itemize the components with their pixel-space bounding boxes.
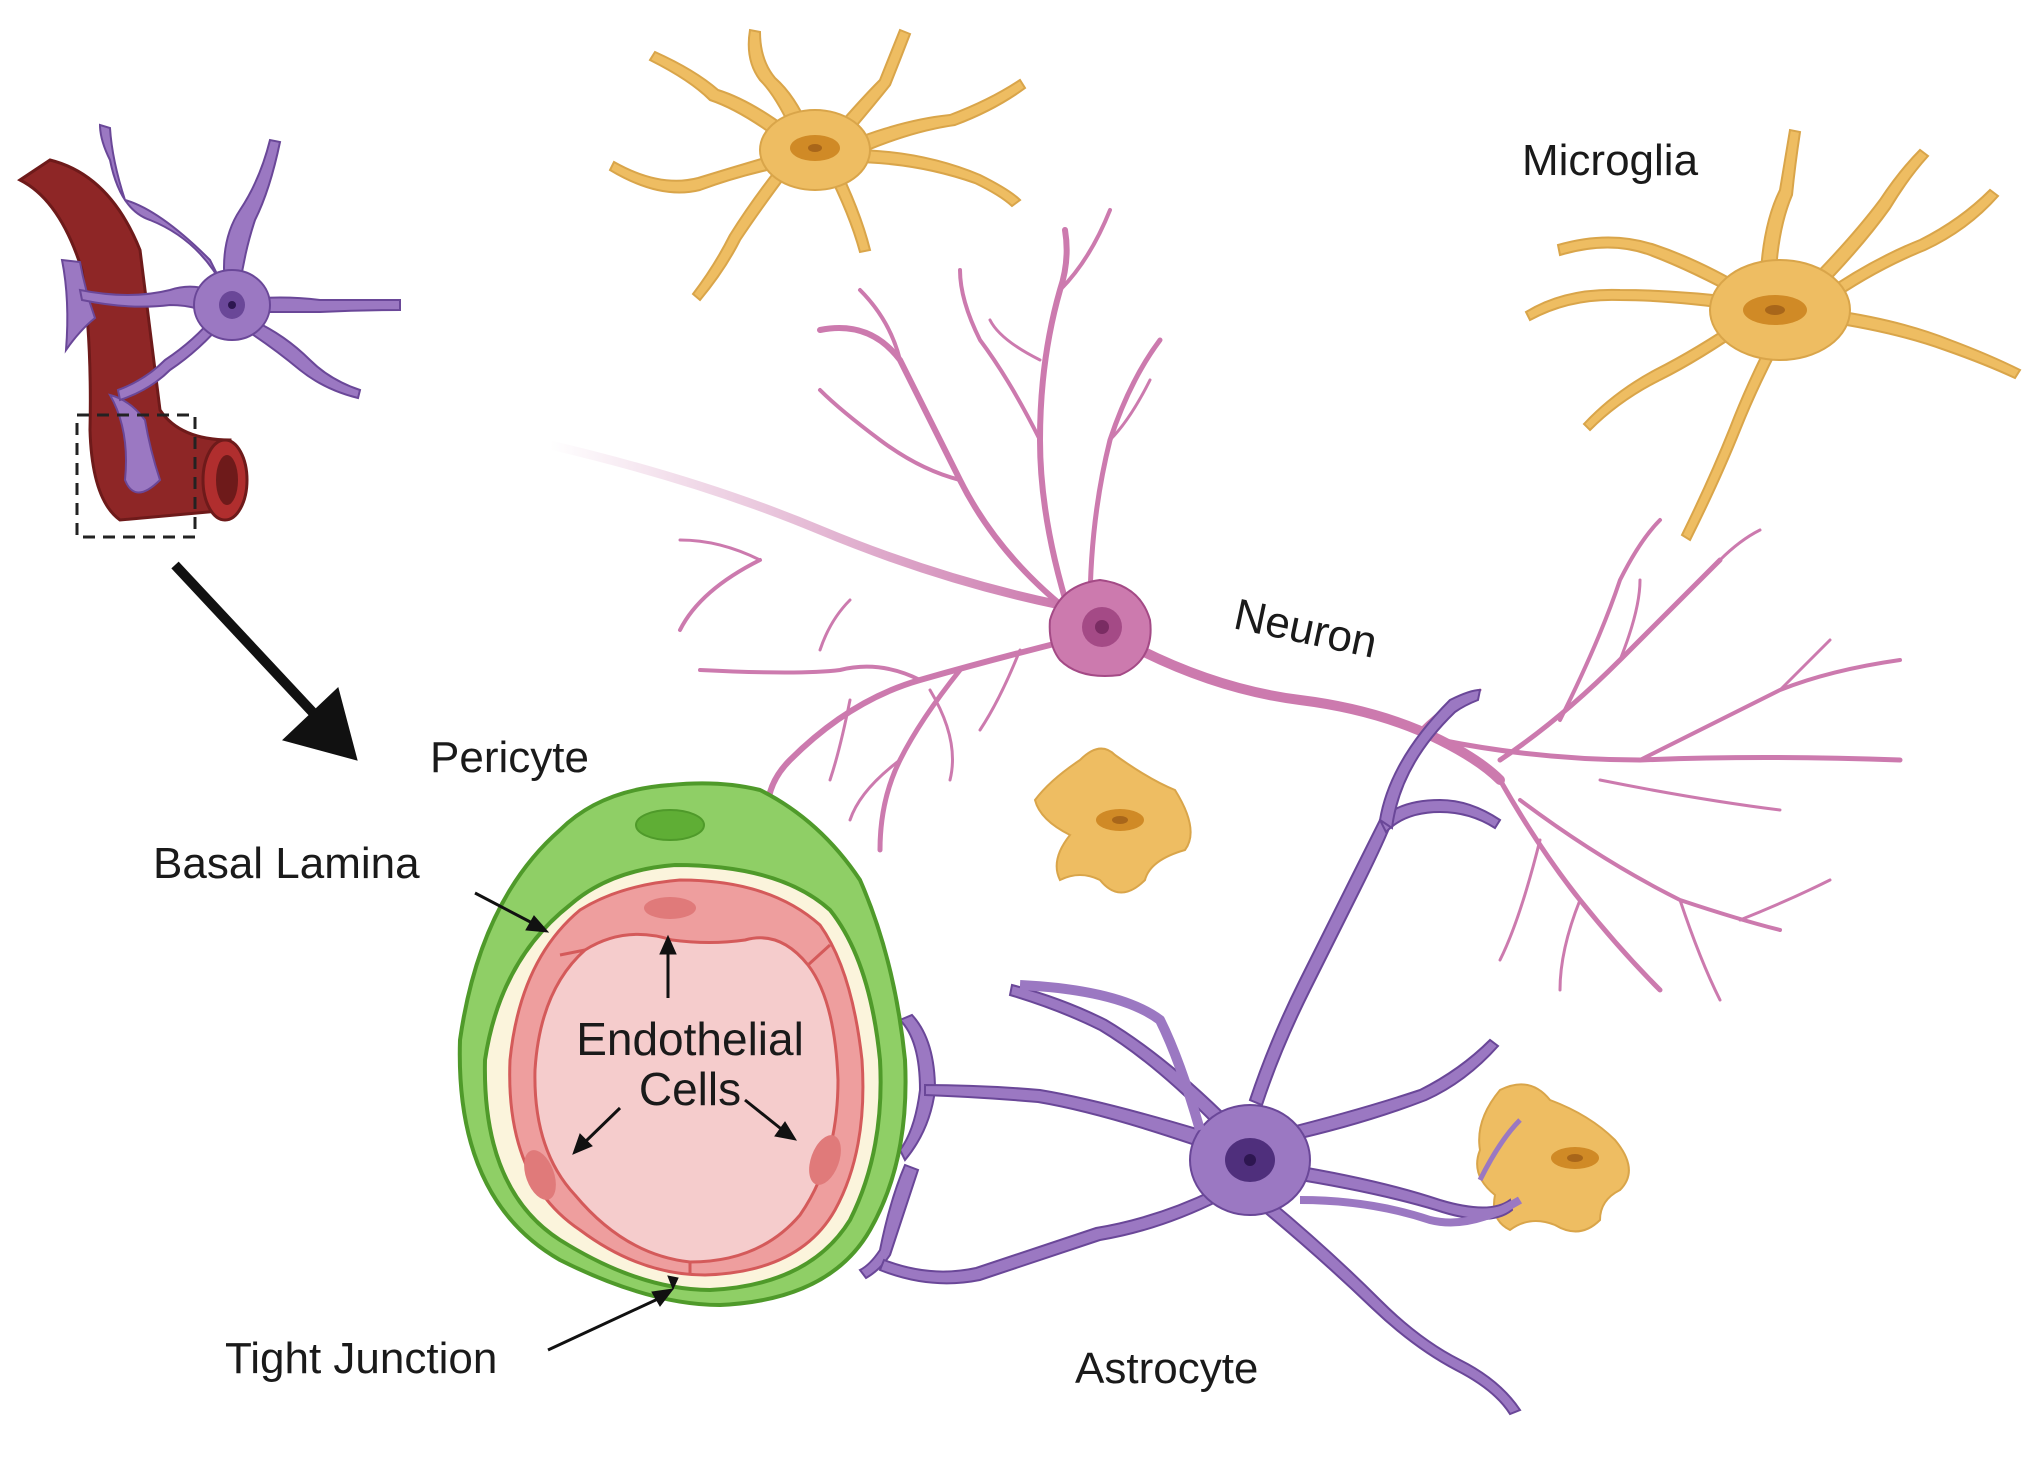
- label-endothelial-line1: Endothelial: [576, 1013, 804, 1065]
- vessel-endfoot: [60, 258, 97, 354]
- blood-vessel: [17, 158, 249, 539]
- vessel-lumen: [216, 455, 238, 505]
- endothelial-nucleus: [644, 897, 696, 919]
- endothelial-nucleus: [809, 1135, 841, 1185]
- amoeboid-microglia-center: [1033, 747, 1192, 894]
- vessel-lumen-cross: [533, 932, 840, 1264]
- vessel-endfoot: [107, 393, 162, 494]
- label-basal-lamina: Basal Lamina: [153, 839, 420, 888]
- endothelial-nucleus: [524, 1150, 556, 1200]
- zoom-arrow-line: [171, 561, 322, 722]
- astrocyte-cell: [858, 688, 1523, 1416]
- zoom-arrow-head: [282, 687, 358, 761]
- microglia-cell-right: [1524, 128, 2022, 542]
- microglia-cell-top: [608, 28, 1027, 302]
- label-pericyte: Pericyte: [430, 733, 589, 782]
- label-microglia: Microglia: [1522, 136, 1699, 185]
- neuron-cell: [545, 208, 1903, 1002]
- pericyte-nucleus: [635, 809, 705, 841]
- capillary-cross-section: [457, 781, 908, 1308]
- small-astrocyte: [78, 123, 401, 402]
- label-endothelial-line2: Cells: [639, 1063, 741, 1115]
- label-tight-junction: Tight Junction: [225, 1334, 497, 1383]
- label-neuron: Neuron: [1230, 590, 1381, 668]
- amoeboid-microglia-right: [1476, 1083, 1630, 1233]
- arrows: [171, 561, 798, 1352]
- label-astrocyte: Astrocyte: [1075, 1344, 1258, 1393]
